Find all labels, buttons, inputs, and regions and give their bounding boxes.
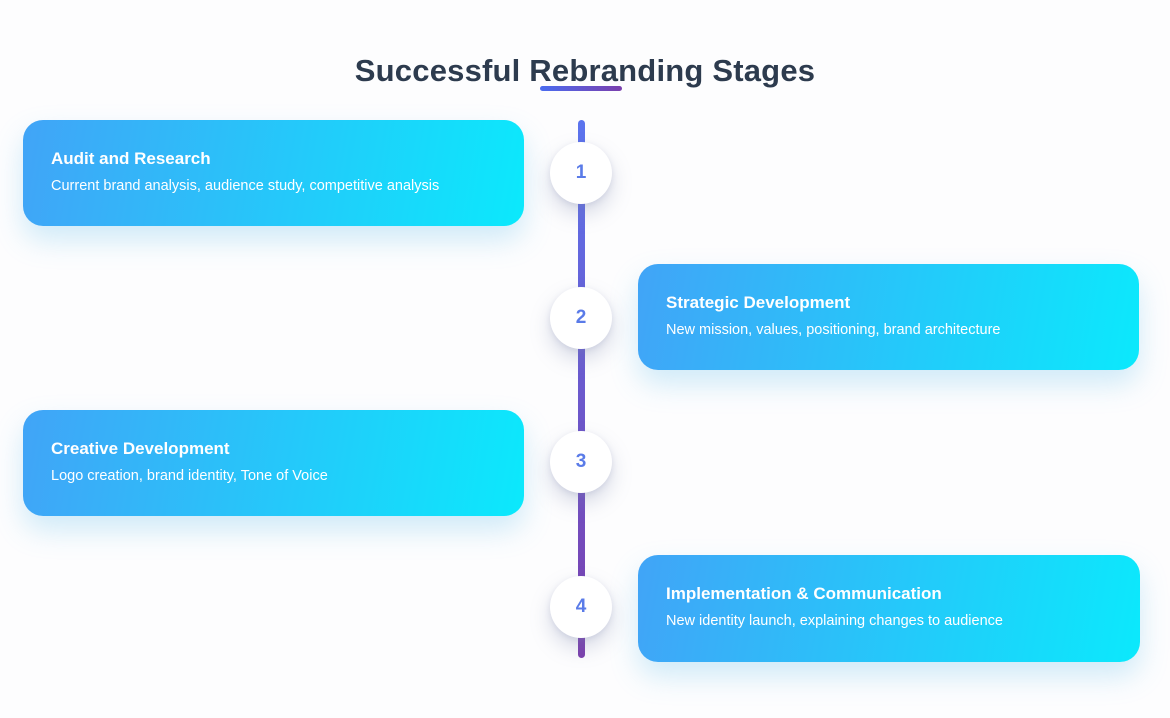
stage-card-description: New mission, values, positioning, brand … <box>666 322 1001 338</box>
stage-number: 4 <box>575 596 587 617</box>
stage-number: 2 <box>575 307 587 328</box>
stage-card-4: Implementation & Communication New ident… <box>638 555 1140 662</box>
stage-card-3: Creative Development Logo creation, bran… <box>23 410 524 516</box>
stage-card-title: Strategic Development <box>666 293 851 312</box>
stage-card-1: Audit and Research Current brand analysi… <box>23 120 524 226</box>
stage-number: 1 <box>575 162 587 183</box>
stage-number-circle-3: 3 <box>550 431 612 493</box>
stage-number: 3 <box>575 451 587 472</box>
stage-number-circle-4: 4 <box>550 576 612 638</box>
stage-card-2: Strategic Development New mission, value… <box>638 264 1139 370</box>
stage-card-title: Implementation & Communication <box>666 584 942 603</box>
stage-card-title: Creative Development <box>51 439 230 458</box>
stage-card-description: Current brand analysis, audience study, … <box>51 178 440 194</box>
timeline-line <box>578 120 585 658</box>
page-title: Successful Rebranding Stages <box>354 52 816 88</box>
stage-number-circle-2: 2 <box>550 287 612 349</box>
stage-card-description: Logo creation, brand identity, Tone of V… <box>51 468 328 484</box>
stage-card-title: Audit and Research <box>51 149 211 168</box>
stage-card-description: New identity launch, explaining changes … <box>666 613 1003 629</box>
title-underline-accent <box>540 86 622 91</box>
stage-number-circle-1: 1 <box>550 142 612 204</box>
